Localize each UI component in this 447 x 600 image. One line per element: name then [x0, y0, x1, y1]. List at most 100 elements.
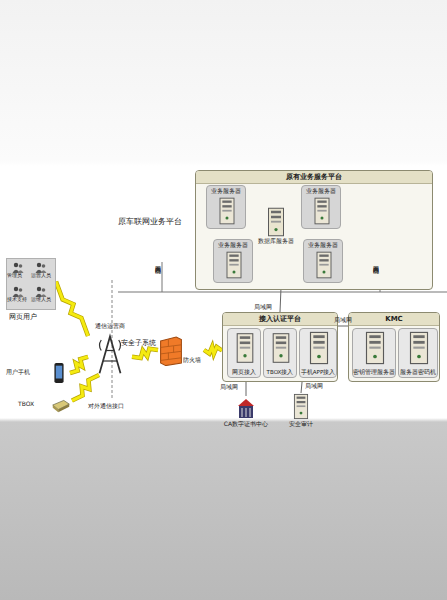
text-label: 运维人员 [31, 298, 51, 303]
server-slot [240, 336, 250, 339]
node-label: 业务服务器 [214, 242, 252, 249]
lan-line [280, 290, 282, 312]
wireless-link [70, 357, 88, 373]
mobile-user: 用户手机 [6, 362, 70, 384]
server-slot [313, 347, 324, 349]
server-slot [319, 255, 328, 257]
ca-roof [238, 399, 254, 406]
phone-icon [48, 362, 70, 384]
bolt-fill [204, 347, 222, 354]
server-box: 业务服务器 [213, 239, 253, 283]
lan-link [280, 290, 282, 312]
wireless-link [72, 375, 99, 401]
node-label: 数据库服务器 [258, 238, 294, 245]
server-icon [268, 331, 294, 365]
server-icon [218, 251, 250, 279]
node-label: KMC [349, 315, 439, 323]
server-body [227, 252, 241, 278]
key-server: 密钥管理服务器 [352, 328, 396, 378]
node-label: CA数字证书中心 [224, 421, 268, 428]
bolt-fill [72, 375, 99, 401]
carrier-tower: 通信运营商 [88, 323, 132, 375]
node-label: 业务服务器 [302, 188, 340, 195]
server-slot [297, 397, 306, 399]
node-label: 防火墙 [183, 357, 201, 364]
server-led [274, 228, 277, 231]
access-server: 手机APP接入 [299, 328, 337, 378]
tower-leg [100, 337, 121, 374]
access-server: 网页接入 [227, 328, 261, 378]
person-icon [12, 286, 24, 298]
node-label: 网页用户 [9, 314, 37, 321]
tower-bar [103, 360, 117, 361]
tower-wave [100, 340, 121, 351]
wireless-link [132, 349, 158, 358]
person-head [37, 287, 41, 291]
firewall-bricks [161, 340, 182, 361]
server-led [232, 270, 235, 273]
ca-column [242, 408, 250, 417]
server-slot [271, 211, 281, 214]
server-led [317, 355, 321, 359]
server-body [311, 332, 328, 363]
firewall: 防火墙 [158, 334, 204, 366]
server-slot [369, 335, 380, 338]
tower-bar [106, 350, 115, 351]
server-body [220, 198, 234, 224]
text-label: 技术支持 [7, 298, 27, 303]
text-label: 原车联网业务平台 [118, 218, 182, 227]
server-led [225, 216, 228, 219]
db-icon [259, 207, 293, 237]
access-server: TBOX接入 [263, 328, 297, 378]
node-label: 通信运营商 [95, 323, 125, 330]
ca-building [239, 406, 253, 418]
server-body [317, 252, 331, 278]
bolt-outline [204, 347, 222, 354]
bolt-outline [132, 349, 158, 358]
lan-link [338, 326, 348, 327]
server-led [373, 355, 377, 359]
server-led [243, 354, 246, 357]
server-box: 业务服务器 [206, 185, 246, 229]
server-slot [319, 259, 328, 261]
person-body [41, 294, 47, 297]
node-label: 安全审计 [289, 421, 313, 428]
server-led [320, 216, 323, 219]
server-body [269, 208, 284, 236]
internal-bus [118, 291, 447, 292]
server-body [315, 198, 329, 224]
platform-box: 原有业务服务平台业务服务器业务服务器业务服务器业务服务器数据库服务器 [195, 170, 433, 290]
node-label: 网页接入 [228, 369, 260, 375]
server-slot [369, 341, 380, 344]
bus-drop [162, 262, 163, 292]
server-led [300, 412, 303, 415]
server-slot [222, 210, 231, 212]
node-label: 业务服务器 [304, 242, 342, 249]
person-icon [35, 286, 47, 298]
bolt-fill [70, 357, 88, 373]
server-slot [271, 216, 281, 219]
person-icon [35, 262, 47, 274]
person-head [14, 287, 18, 291]
server-slot [317, 210, 326, 212]
phone-body [54, 363, 63, 383]
server-slot [319, 264, 328, 266]
person-head [42, 264, 46, 268]
server-icon [308, 251, 340, 279]
node-label: TBOX [18, 401, 34, 408]
server-icon [357, 331, 393, 365]
title-band: 接入认证平台 [223, 313, 337, 326]
server-slot [276, 347, 286, 349]
tbox-side [53, 405, 59, 412]
server-box: 业务服务器 [303, 239, 343, 283]
server-body [237, 334, 253, 363]
server-slot [222, 201, 231, 203]
node-label: TBOX接入 [264, 369, 296, 375]
lan-link [301, 382, 302, 393]
edge-label: 局域网 [220, 384, 238, 390]
person-head [19, 264, 23, 268]
lan-link [246, 382, 247, 396]
